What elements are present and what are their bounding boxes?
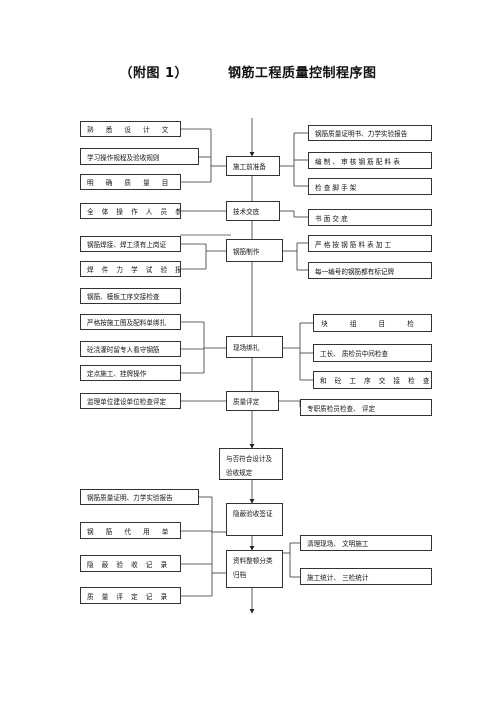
box-rebar-quality-cert-right: 钢筋质量证明书、力学实验报告 <box>308 125 432 141</box>
box-design-compliance-check: 与否符合设计及验收规定 <box>219 448 283 480</box>
box-process-per-schedule: 严 格 按 钢 筋 料 表 加 工 <box>308 235 432 252</box>
box-supervisor-evaluation: 监理单位建设单位检查评定 <box>80 393 181 409</box>
diagram-title: （附图 1） 钢筋工程质量控制程序图 <box>0 62 496 81</box>
box-weld-test-report: 焊 件 力 学 试 验 报 告 <box>80 261 181 277</box>
box-concrete-handover-check: 和 砼 工 序 交 接 检 查 <box>313 371 432 389</box>
box-interim-inspection: 工长、 质检员中间检查 <box>313 344 432 362</box>
box-define-quality-goals: 明 确 质 量 目 标 <box>80 174 181 190</box>
box-compile-bar-schedule: 编 制 、 审 核 钢 筋 配 料 表 <box>308 152 432 169</box>
box-concealed-acceptance-signoff: 隐蔽验收签证 <box>226 503 283 536</box>
box-inspect-scaffolding: 检 查 脚 手 架 <box>308 178 432 195</box>
box-rebar-substitution-form: 钢 筋 代 用 单 <box>80 522 181 539</box>
box-pre-construction-prep: 施工前准备 <box>226 156 280 176</box>
box-concealed-work-record: 隐 蔽 验 收 记 录 <box>80 555 181 572</box>
box-rebar-fabrication: 钢筋制作 <box>226 239 283 262</box>
box-welder-certificate: 钢筋焊接、焊工须有上岗证 <box>80 236 181 252</box>
title-prefix: （附图 1） <box>119 66 189 81</box>
box-study-procedures: 学习操作规程及验收规则 <box>80 148 199 165</box>
box-quality-evaluation-record: 质 量 评 定 记 录 <box>80 587 181 604</box>
box-familiarize-design-docs: 熟 悉 设 计 文 件 <box>80 121 181 137</box>
box-clean-up-site: 清理现场、 文明施工 <box>300 535 432 551</box>
box-tagged-rebar: 每一编号的钢筋都有标记牌 <box>308 262 432 279</box>
box-qc-inspector-evaluation: 专职质检员检查、 评定 <box>300 399 432 416</box>
box-archive-documents: 资料整顿分类归档 <box>226 550 283 588</box>
box-written-disclosure: 书 面 交 底 <box>308 209 432 226</box>
box-group-self-check: 块 组 目 检 <box>313 314 432 332</box>
title-main: 钢筋工程质量控制程序图 <box>228 66 377 81</box>
box-site-tying: 现场绑扎 <box>226 336 283 358</box>
box-formwork-handover-check: 钢筋、模板工序交接检查 <box>80 288 181 304</box>
box-guard-rebar-pouring: 砼浇灌时留专人看守钢筋 <box>80 341 181 357</box>
box-fixed-point-tagged: 定点施工、挂牌操作 <box>80 365 181 381</box>
box-construction-statistics: 施工统计、 三检统计 <box>300 568 432 585</box>
box-all-staff-participate: 全 体 操 作 人 员 参 加 <box>80 203 181 219</box>
box-tie-per-drawings: 严格按施工图及配料单绑扎 <box>80 314 181 330</box>
box-technical-disclosure: 技术交底 <box>226 201 280 221</box>
box-rebar-quality-certificate: 钢筋质量证明、力学实验报告 <box>80 489 199 505</box>
box-quality-evaluation: 质量评定 <box>226 391 279 411</box>
